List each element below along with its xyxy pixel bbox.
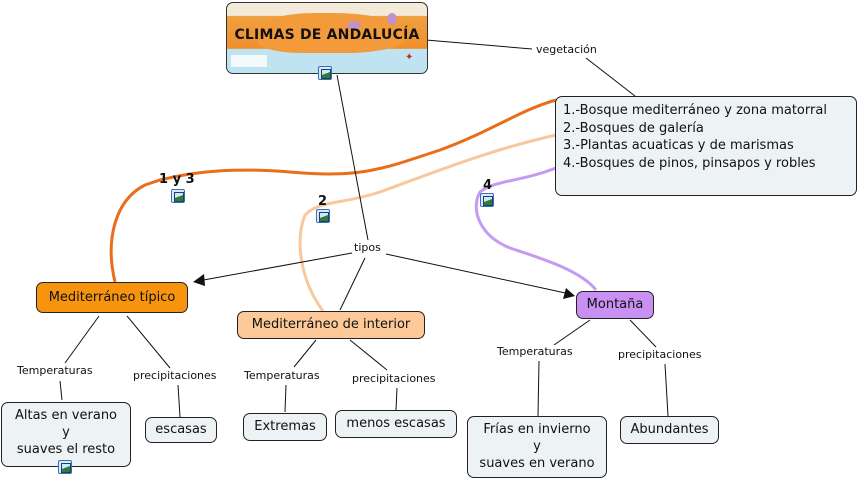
marker-4: 4 — [483, 178, 493, 193]
link-tipos-mountain — [385, 253, 571, 295]
climate-mediterraneo-tipico[interactable]: Mediterráneo típico — [36, 282, 188, 313]
climate-montana[interactable]: Montaña — [576, 291, 654, 319]
image-resource-icon[interactable] — [480, 193, 494, 207]
link-vegetation-box — [585, 57, 636, 97]
compass-rose-icon: ✦ — [405, 52, 414, 63]
link-label-temperaturas: Temperaturas — [497, 345, 573, 358]
link-label-temperaturas: Temperaturas — [17, 364, 93, 377]
link-label-tipos: tipos — [354, 241, 381, 254]
vegetation-item: 4.-Bosques de pinos, pinsapos y robles — [563, 155, 816, 171]
vegetation-item: 2.-Bosques de galería — [563, 120, 704, 136]
interior-precipitation-node[interactable]: menos escasas — [335, 410, 457, 438]
link-typical-to-vegetation — [109, 98, 557, 283]
marker-2: 2 — [318, 194, 328, 209]
link-label-precipitaciones: precipitaciones — [133, 369, 217, 382]
link-tipos-typical — [197, 252, 353, 282]
link-mountain-to-vegetation — [474, 166, 598, 291]
mountain-temperature-node[interactable]: Frías en invierno y suaves en verano — [467, 416, 607, 478]
map-region-shape — [257, 13, 407, 53]
link-interior-to-vegetation — [298, 133, 557, 312]
arrow-typical — [193, 274, 205, 286]
link-label-vegetacion: vegetación — [536, 43, 597, 56]
root-map-node[interactable]: ✦ CLIMAS DE ANDALUCÍA — [226, 2, 428, 74]
root-title: CLIMAS DE ANDALUCÍA — [234, 27, 420, 43]
climate-mediterraneo-interior[interactable]: Mediterráneo de interior — [237, 311, 425, 339]
vegetation-box[interactable]: 1.-Bosque mediterráneo y zona matorral 2… — [555, 96, 857, 196]
link-label-temperaturas: Temperaturas — [244, 369, 320, 382]
image-resource-icon[interactable] — [318, 66, 332, 80]
map-legend — [231, 55, 267, 67]
typical-temperature-node[interactable]: Altas en verano y suaves el resto — [1, 402, 131, 467]
vegetation-item: 3.-Plantas acuaticas y de marismas — [563, 138, 794, 153]
image-resource-icon[interactable] — [58, 460, 72, 474]
marker-1-y-3: 1 y 3 — [159, 172, 195, 187]
arrow-mountain — [563, 288, 575, 299]
link-root-vegetation — [425, 39, 533, 50]
link-tipos-interior — [339, 257, 366, 311]
typical-precipitation-node[interactable]: escasas — [145, 417, 217, 443]
interior-temperature-node[interactable]: Extremas — [243, 413, 327, 441]
image-resource-icon[interactable] — [171, 189, 185, 203]
image-resource-icon[interactable] — [316, 209, 330, 223]
vegetation-item: 1.-Bosque mediterráneo y zona matorral — [563, 103, 827, 118]
link-label-precipitaciones: precipitaciones — [352, 372, 436, 385]
link-label-precipitaciones: precipitaciones — [618, 348, 702, 361]
link-root-tipos — [336, 74, 369, 241]
mountain-precipitation-node[interactable]: Abundantes — [620, 416, 719, 444]
